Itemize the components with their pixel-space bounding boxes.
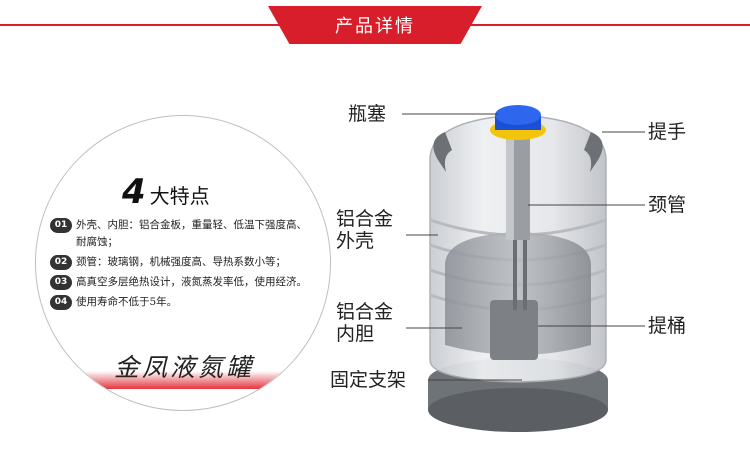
feature-item: 04 使用寿命不低于5年。 <box>50 294 315 311</box>
brand-bar <box>36 359 330 389</box>
label-handle: 提手 <box>648 121 687 143</box>
label-neck: 颈管 <box>648 194 687 216</box>
label-bucket: 提桶 <box>648 315 687 337</box>
label-shell-line1: 铝合金 <box>336 208 394 230</box>
feature-text: 高真空多层绝热设计，液氮蒸发率低，使用经济。 <box>76 276 307 288</box>
feature-text: 使用寿命不低于5年。 <box>76 296 178 308</box>
tank-illustration <box>402 105 645 432</box>
inner-liner <box>445 232 591 355</box>
label-shell: 铝合金 外壳 <box>336 208 393 252</box>
label-liner: 铝合金 内胆 <box>336 301 393 345</box>
feature-text: 颈管：玻璃钢，机械强度高、导热系数小等； <box>76 256 286 268</box>
handle-left <box>433 132 452 172</box>
feature-item: 01 外壳、内胆：铝合金板，重量轻、低温下强度高、耐腐蚀； <box>50 217 315 251</box>
cap <box>495 105 541 125</box>
leader-lines <box>402 113 645 381</box>
feature-item: 03 高真空多层绝热设计，液氮蒸发率低，使用经济。 <box>50 274 315 291</box>
label-liner-line2: 内胆 <box>336 323 375 345</box>
feature-badge: 03 <box>50 275 72 290</box>
feature-heading: 4 大特点 <box>122 172 210 212</box>
label-stopper: 瓶塞 <box>348 103 387 125</box>
page-title: 产品详情 <box>335 16 415 37</box>
feature-badge: 01 <box>50 218 72 233</box>
label-shell-line2: 外壳 <box>336 230 375 252</box>
feature-heading-text: 大特点 <box>149 184 210 208</box>
brand-name: 金凤液氮罐 <box>113 353 254 382</box>
label-liner-line1: 铝合金 <box>336 301 394 323</box>
feature-badge: 02 <box>50 255 72 270</box>
feature-item: 02 颈管：玻璃钢，机械强度高、导热系数小等； <box>50 254 315 271</box>
bucket <box>490 300 538 360</box>
label-bracket: 固定支架 <box>330 369 407 391</box>
feature-list: 01 外壳、内胆：铝合金板，重量轻、低温下强度高、耐腐蚀； 02 颈管：玻璃钢，… <box>50 217 315 314</box>
feature-circle: 4 大特点 01 外壳、内胆：铝合金板，重量轻、低温下强度高、耐腐蚀； 02 颈… <box>35 115 331 411</box>
handle-right <box>584 132 603 172</box>
header-tab: 产品详情 <box>268 6 482 44</box>
feature-badge: 04 <box>50 295 72 310</box>
feature-count: 4 <box>122 172 146 212</box>
feature-text: 外壳、内胆：铝合金板，重量轻、低温下强度高、耐腐蚀； <box>76 219 307 248</box>
